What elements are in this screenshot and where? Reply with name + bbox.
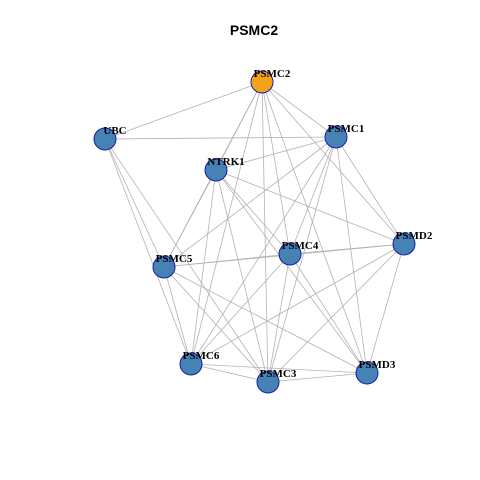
edge-psmc1-psmd2 bbox=[335, 136, 405, 245]
edge-psmc5-psmd3 bbox=[163, 266, 368, 374]
edge-psmc2-psmd3 bbox=[261, 81, 368, 374]
edge-psmc4-psmc6 bbox=[190, 253, 291, 365]
node-psmc3: PSMC3 bbox=[256, 368, 297, 394]
edge-psmd2-psmd3 bbox=[366, 243, 405, 374]
node-label-psmc5: PSMC5 bbox=[156, 253, 193, 265]
edge-ntrk1-psmc4 bbox=[215, 169, 291, 255]
edge-ntrk1-psmd3 bbox=[215, 169, 368, 374]
node-label-psmc4: PSMC4 bbox=[282, 240, 319, 252]
node-label-ubc: UBC bbox=[103, 125, 126, 137]
edge-ubc-psmc3 bbox=[104, 138, 269, 383]
node-label-psmc2: PSMC2 bbox=[254, 68, 291, 80]
node-psmc2: PSMC2 bbox=[250, 68, 291, 94]
edge-ntrk1-psmc5 bbox=[163, 169, 217, 268]
node-circle-psmc5 bbox=[152, 255, 176, 279]
node-circle-psmc1 bbox=[324, 125, 348, 149]
edge-psmc2-ubc bbox=[104, 81, 263, 140]
node-circle-psmd2 bbox=[392, 232, 416, 256]
edge-psmc4-psmc5 bbox=[163, 253, 291, 268]
edge-ubc-psmc5 bbox=[104, 138, 165, 268]
edge-ntrk1-psmc3 bbox=[215, 169, 269, 383]
edge-psmc2-psmc6 bbox=[190, 81, 263, 365]
node-psmd3: PSMD3 bbox=[355, 359, 396, 385]
edge-psmc6-psmd3 bbox=[190, 363, 368, 374]
node-circle-psmc3 bbox=[256, 370, 280, 394]
edge-ntrk1-psmd2 bbox=[215, 169, 405, 245]
node-circle-psmc6 bbox=[179, 352, 203, 376]
node-label-psmd2: PSMD2 bbox=[396, 230, 433, 242]
node-label-psmd3: PSMD3 bbox=[359, 359, 396, 371]
node-psmc5: PSMC5 bbox=[152, 253, 193, 279]
node-ubc: UBC bbox=[93, 125, 127, 151]
node-circle-ntrk1 bbox=[204, 158, 228, 182]
edge-psmc1-psmc6 bbox=[190, 136, 337, 365]
edge-psmc1-psmc4 bbox=[289, 136, 337, 255]
node-ntrk1: NTRK1 bbox=[204, 156, 245, 182]
edge-psmc4-psmc3 bbox=[267, 253, 291, 383]
node-psmd2: PSMD2 bbox=[392, 230, 433, 256]
edge-psmc2-psmc3 bbox=[261, 81, 269, 383]
node-circle-ubc bbox=[93, 127, 117, 151]
edge-psmc6-psmc3 bbox=[190, 363, 269, 383]
node-label-psmc3: PSMC3 bbox=[260, 368, 297, 380]
edge-psmc2-psmc1 bbox=[261, 81, 337, 138]
node-circle-psmc4 bbox=[278, 242, 302, 266]
edge-ubc-psmc1 bbox=[104, 136, 337, 140]
edge-psmc5-psmc6 bbox=[163, 266, 192, 365]
node-psmc1: PSMC1 bbox=[324, 123, 365, 149]
edge-psmc1-psmc3 bbox=[267, 136, 337, 383]
edge-psmd2-psmc6 bbox=[190, 243, 405, 365]
node-circle-psmc2 bbox=[250, 70, 274, 94]
edge-psmc1-psmc5 bbox=[163, 136, 337, 268]
node-label-psmc1: PSMC1 bbox=[328, 123, 365, 135]
diagram-title: PSMC2 bbox=[230, 22, 278, 38]
edge-psmc1-ntrk1 bbox=[215, 136, 337, 171]
edge-psmc4-psmd3 bbox=[289, 253, 368, 374]
edge-psmc3-psmd3 bbox=[267, 372, 368, 383]
edge-layer bbox=[104, 81, 405, 383]
edge-psmc2-psmc4 bbox=[261, 81, 291, 255]
node-psmc6: PSMC6 bbox=[179, 350, 220, 376]
edge-psmc5-psmc3 bbox=[163, 266, 269, 383]
edge-psmc2-psmd2 bbox=[261, 81, 405, 245]
node-label-psmc6: PSMC6 bbox=[183, 350, 220, 362]
node-label-ntrk1: NTRK1 bbox=[207, 156, 244, 168]
edge-psmc1-psmd3 bbox=[335, 136, 368, 374]
node-circle-psmd3 bbox=[355, 361, 379, 385]
edge-ntrk1-psmc6 bbox=[190, 169, 217, 365]
edge-psmd2-psmc3 bbox=[267, 243, 405, 383]
node-psmc4: PSMC4 bbox=[278, 240, 319, 266]
edge-ubc-psmc6 bbox=[104, 138, 192, 365]
